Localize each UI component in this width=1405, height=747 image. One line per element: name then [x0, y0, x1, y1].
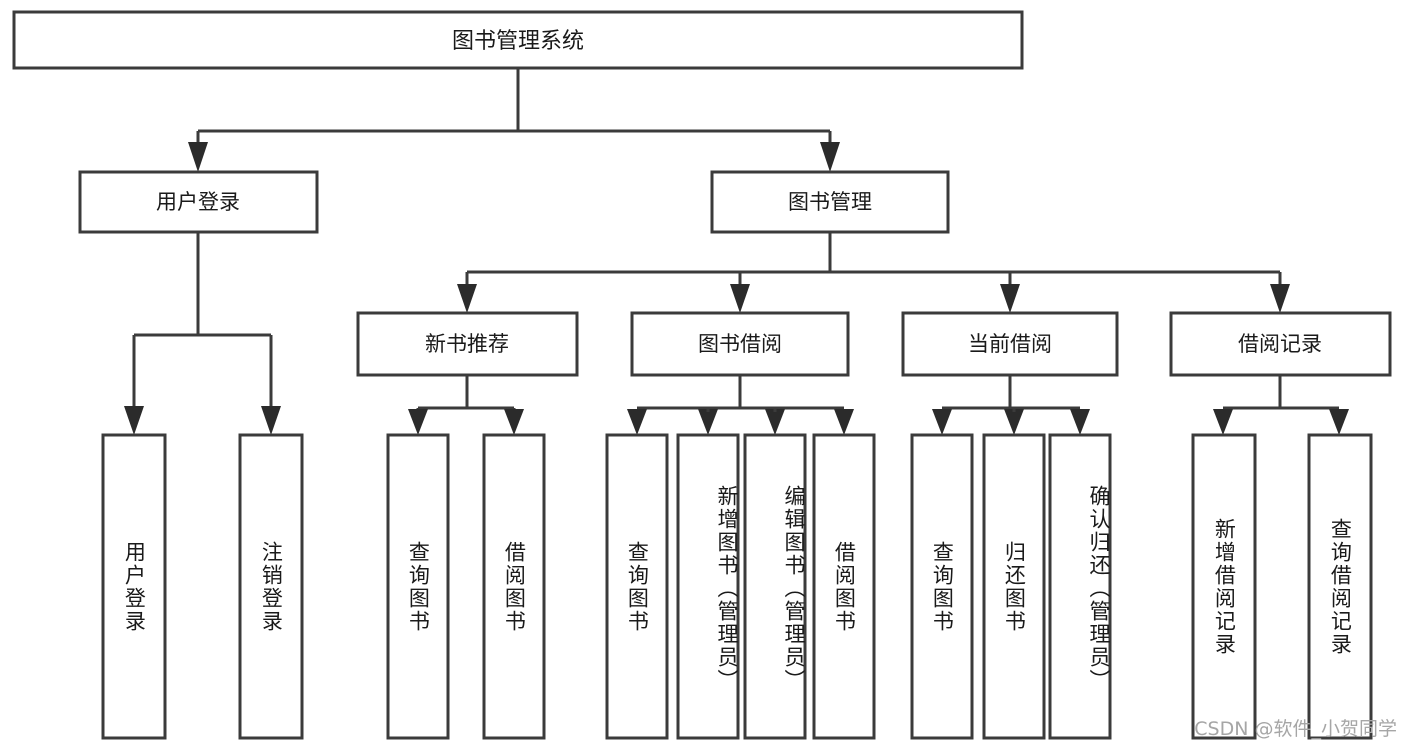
node-layer: 图书管理系统 用户登录 图书管理 新书推荐 图书借阅 当前借阅 借阅记录: [12, 10, 1392, 740]
arrow-head-leaf-query-book-2: [627, 409, 647, 435]
node-borrow-record-label: 借阅记录: [1238, 332, 1322, 356]
node-leaf-query-book-1-box[interactable]: [386, 433, 450, 740]
arrow-head-leaf-borrow-book-1: [504, 409, 524, 435]
node-leaf-query-book-2-box[interactable]: [605, 433, 669, 740]
node-current-borrow-box[interactable]: [901, 311, 1119, 377]
watermark-text: CSDN @软件_小贺同学: [1194, 718, 1397, 740]
arrow-head-borrow-record: [1270, 284, 1290, 313]
node-leaf-borrow-book-1-box[interactable]: [482, 433, 546, 740]
arrow-head-leaf-query-book-3: [932, 409, 952, 435]
connector-layer: [124, 68, 1349, 435]
arrow-head-new-book-recommend: [457, 284, 477, 313]
node-leaf-query-record-box[interactable]: [1307, 433, 1373, 740]
arrow-head-leaf-confirm-return: [1070, 409, 1090, 435]
node-leaf-confirm-return-box[interactable]: [1048, 433, 1112, 740]
node-new-book-recommend-box[interactable]: [356, 311, 579, 377]
arrow-head-leaf-add-book: [698, 409, 718, 435]
node-borrow-record-box[interactable]: [1169, 311, 1392, 377]
node-root-box[interactable]: [12, 10, 1024, 70]
node-leaf-query-book-3-box[interactable]: [910, 433, 974, 740]
node-leaf-edit-book-box[interactable]: [743, 433, 807, 740]
node-current-borrow-label: 当前借阅: [968, 332, 1052, 356]
node-leaf-add-book-box[interactable]: [676, 433, 740, 740]
arrow-head-leaf-query-book-1: [408, 409, 428, 435]
arrow-head-leaf-query-record: [1329, 409, 1349, 435]
node-user-login-label: 用户登录: [156, 190, 240, 214]
node-leaf-borrow-book-2-box[interactable]: [812, 433, 876, 740]
node-leaf-add-record-box[interactable]: [1191, 433, 1257, 740]
arrow-head-leaf-user-login: [124, 406, 144, 435]
arrow-head-book-borrow: [730, 284, 750, 313]
arrow-head-user-login: [188, 142, 208, 172]
node-leaf-user-login-box[interactable]: [101, 433, 167, 740]
node-book-borrow-box[interactable]: [630, 311, 850, 377]
node-book-management-label: 图书管理: [788, 190, 872, 214]
arrow-head-leaf-borrow-book-2: [834, 409, 854, 435]
arrow-head-leaf-edit-book: [765, 409, 785, 435]
arrow-head-leaf-logout: [261, 406, 281, 435]
node-book-borrow-label: 图书借阅: [698, 332, 782, 356]
node-leaf-return-book-box[interactable]: [982, 433, 1046, 740]
node-root-label: 图书管理系统: [452, 29, 584, 54]
arrow-head-leaf-return-book: [1004, 409, 1024, 435]
node-leaf-logout-box[interactable]: [238, 433, 304, 740]
arrow-head-book-management: [820, 142, 840, 172]
node-book-management-box[interactable]: [710, 170, 950, 234]
node-user-login-box[interactable]: [78, 170, 319, 234]
arrow-head-current-borrow: [1000, 284, 1020, 313]
arrow-head-leaf-add-record: [1213, 409, 1233, 435]
node-new-book-recommend-label: 新书推荐: [425, 332, 509, 356]
